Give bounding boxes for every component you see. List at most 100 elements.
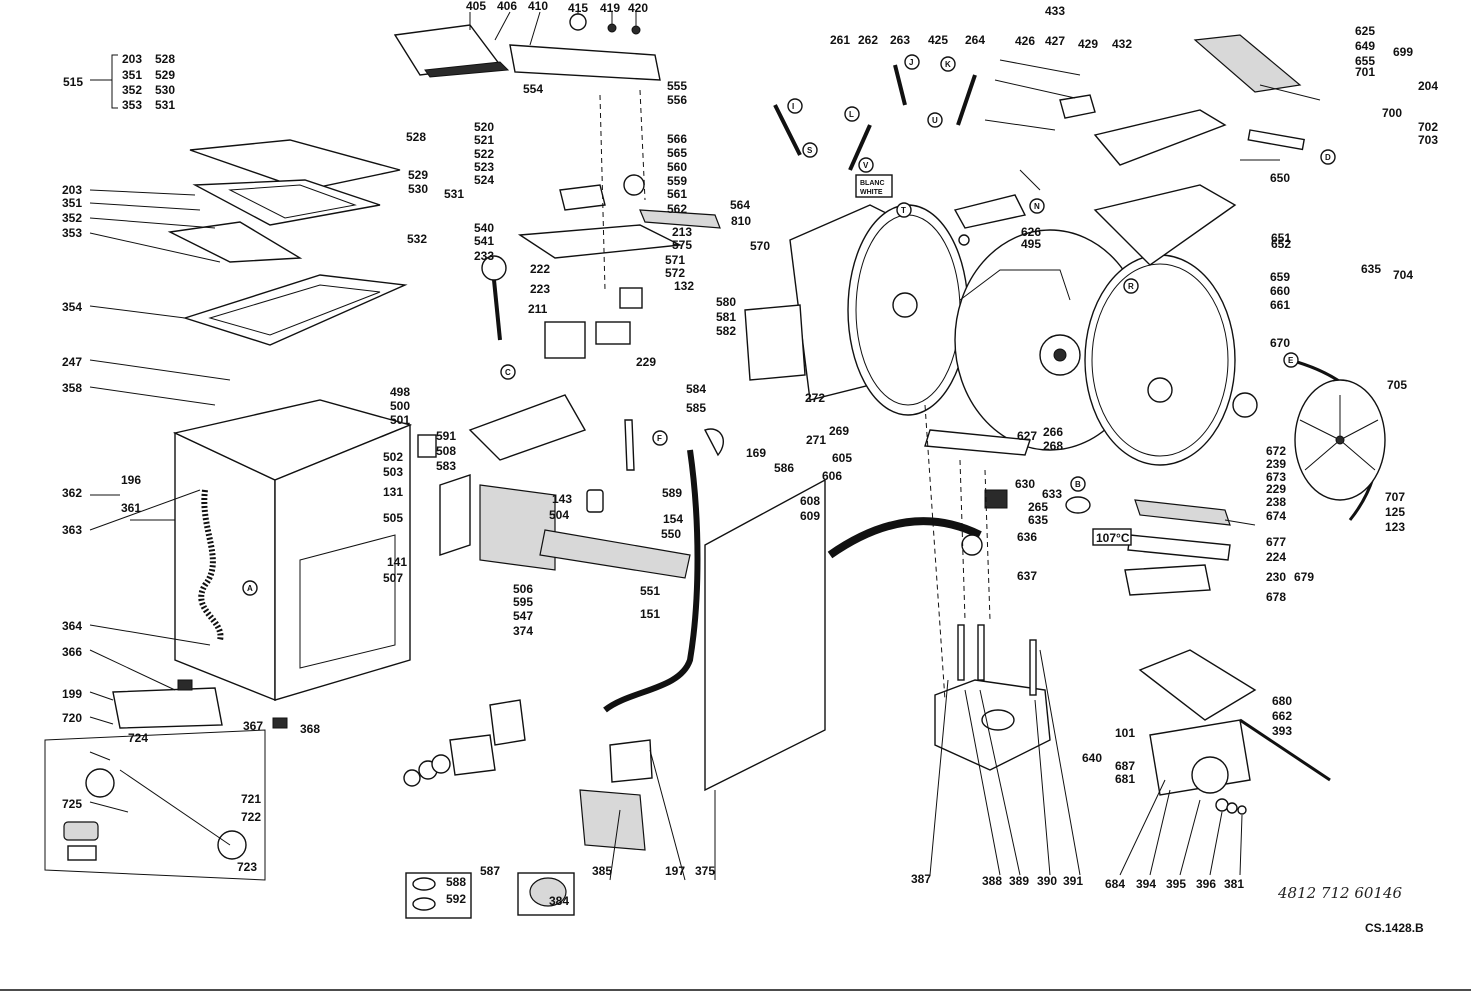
callout-marker: R	[1123, 278, 1139, 294]
part-number-label: 391	[1063, 874, 1083, 888]
callout-letter: N	[1034, 202, 1040, 211]
part-number-label: 389	[1009, 874, 1029, 888]
group-515-item: 352	[122, 83, 142, 97]
part-number-label: 529	[408, 168, 428, 182]
part-number-label: 432	[1112, 37, 1132, 51]
drawing-reference: 4812 712 60146	[1277, 884, 1403, 902]
part-number-label: 720	[62, 711, 82, 725]
part-number-label: 678	[1266, 590, 1286, 604]
part-number-label: 520	[474, 120, 494, 134]
part-number-label: 381	[1224, 877, 1244, 891]
part-number-label: 662	[1272, 709, 1292, 723]
part-number-label: 387	[911, 872, 931, 886]
part-number-label: 272	[805, 391, 825, 405]
part-number-label: 606	[822, 469, 842, 483]
part-number-label: 561	[667, 187, 687, 201]
part-number-label: 363	[62, 523, 82, 537]
part-number-label: 238	[1266, 495, 1286, 509]
part-number-label: 582	[716, 324, 736, 338]
part-number-label: 684	[1105, 877, 1125, 891]
part-number-label: 532	[407, 232, 427, 246]
callout-letter: D	[1325, 153, 1331, 162]
part-number-label: 636	[1017, 530, 1037, 544]
part-number-label: 229	[636, 355, 656, 369]
color-label-line1: BLANC	[860, 180, 885, 187]
part-number-label: 426	[1015, 34, 1035, 48]
part-number-label: 358	[62, 381, 82, 395]
part-number-label: 420	[628, 1, 648, 15]
part-number-label: 565	[667, 146, 687, 160]
color-label-line2: WHITE	[860, 189, 883, 196]
part-number-label: 375	[695, 864, 715, 878]
part-number-label: 143	[552, 492, 572, 506]
part-number-label: 626	[1021, 225, 1041, 239]
callout-letter: A	[247, 584, 253, 593]
part-number-label: 427	[1045, 34, 1065, 48]
part-number-label: 627	[1017, 429, 1037, 443]
part-number-label: 630	[1015, 477, 1035, 491]
part-number-label: 584	[686, 382, 706, 396]
callout-letter: T	[901, 206, 906, 215]
part-number-label: 394	[1136, 877, 1156, 891]
part-number-label: 199	[62, 687, 82, 701]
callout-marker: D	[1320, 149, 1336, 165]
part-number-label: 361	[121, 501, 141, 515]
part-number-label: 384	[549, 894, 569, 908]
part-number-label: 500	[390, 399, 410, 413]
part-number-label: 661	[1270, 298, 1290, 312]
callout-marker: S	[802, 142, 818, 158]
part-number-label: 429	[1078, 37, 1098, 51]
part-number-label: 555	[667, 79, 687, 93]
part-number-label: 581	[716, 310, 736, 324]
part-number-label: 101	[1115, 726, 1135, 740]
part-number-label: 224	[1266, 550, 1286, 564]
part-number-label: 580	[716, 295, 736, 309]
part-number-label: 585	[686, 401, 706, 415]
part-number-label: 263	[890, 33, 910, 47]
part-number-label: 571	[665, 253, 685, 267]
part-number-label: 592	[446, 892, 466, 906]
part-number-label: 506	[513, 582, 533, 596]
part-number-label: 677	[1266, 535, 1286, 549]
part-number-label: 223	[530, 282, 550, 296]
part-number-label: 700	[1382, 106, 1402, 120]
part-number-label: 388	[982, 874, 1002, 888]
part-number-label: 810	[731, 214, 751, 228]
electronics-assembly	[403, 394, 826, 919]
part-number-label: 131	[383, 485, 403, 499]
callout-marker: V	[858, 157, 874, 173]
part-number-label: 699	[1393, 45, 1413, 59]
part-number-label: 583	[436, 459, 456, 473]
callout-letter: I	[792, 102, 794, 111]
part-number-label: 504	[549, 508, 569, 522]
part-number-label: 725	[62, 797, 82, 811]
group-515-item: 351	[122, 68, 142, 82]
part-number-label: 649	[1355, 39, 1375, 53]
callout-marker: K	[940, 56, 956, 72]
callout-marker: C	[500, 364, 516, 380]
part-number-label: 702	[1418, 120, 1438, 134]
part-number-label: 528	[406, 130, 426, 144]
part-number-label: 501	[390, 413, 410, 427]
part-number-label: 268	[1043, 439, 1063, 453]
part-number-label: 655	[1355, 54, 1375, 68]
part-number-label: 353	[62, 226, 82, 240]
callout-marker: B	[1070, 476, 1086, 492]
group-515-item: 203	[122, 52, 142, 66]
counterweight-motor-assembly	[934, 624, 1331, 815]
group-515-item: 353	[122, 98, 142, 112]
part-number-label: 609	[800, 509, 820, 523]
part-number-label: 204	[1418, 79, 1438, 93]
part-number-label: 704	[1393, 268, 1413, 282]
callout-letter: R	[1128, 282, 1134, 291]
part-number-label: 141	[387, 555, 407, 569]
part-number-label: 635	[1361, 262, 1381, 276]
callout-letter: K	[945, 60, 951, 69]
part-number-label: 701	[1355, 65, 1375, 79]
part-number-label: 406	[497, 0, 517, 13]
part-number-label: 523	[474, 160, 494, 174]
part-number-label: 247	[62, 355, 82, 369]
